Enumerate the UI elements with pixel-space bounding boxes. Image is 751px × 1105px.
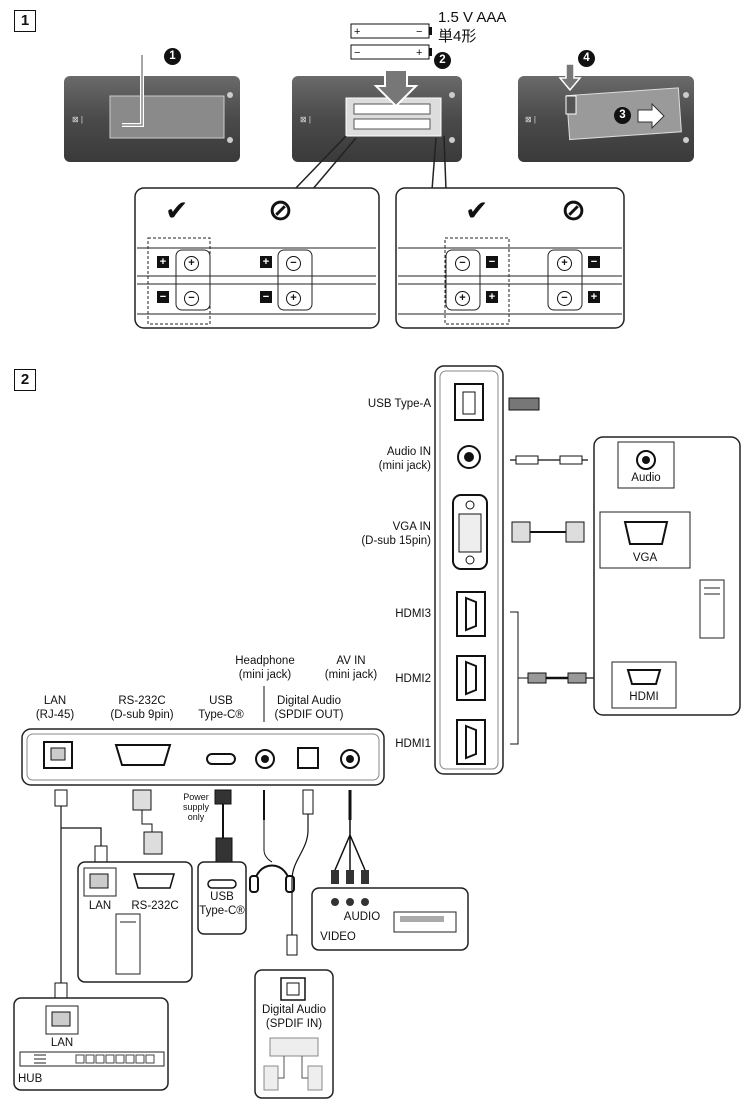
av-in-port-label: AV IN(mini jack) [324, 655, 378, 681]
aaa-batteries [350, 23, 432, 60]
remote-close-cover: ⊠ | [518, 63, 694, 162]
prohibited-icon-right: ⊘ [561, 194, 587, 227]
rs232c-port-label: RS-232C(D-sub 9pin) [110, 695, 174, 721]
step-2-marker: 2 [14, 369, 36, 391]
polarity-minus-mark: − [260, 291, 272, 303]
step-1-marker: 1 [14, 10, 36, 32]
battery-spec-jp: 単4形 [438, 28, 477, 45]
battery-plus-2: + [416, 47, 423, 59]
polarity-minus-mark: − [486, 256, 498, 268]
remote-open-cover: ⊠ | [64, 41, 240, 162]
battery-minus-terminal: − [557, 291, 572, 306]
callout-2: 2 [434, 52, 451, 69]
battery-spec: 1.5 V AAA [438, 9, 507, 26]
usb-type-a-label: USB Type-A [367, 398, 431, 410]
digital-audio-port-label: Digital Audio(SPDIF OUT) [274, 695, 344, 721]
hub-lan-label: LAN [50, 1037, 74, 1049]
svg-text:⊠ |: ⊠ | [525, 115, 536, 124]
hdmi1-label: HDMI1 [395, 738, 431, 750]
callout-1: 1 [164, 48, 181, 65]
callout-3: 3 [614, 107, 631, 124]
pc-hdmi-label: HDMI [629, 691, 659, 703]
spdif-in-label: Digital Audio(SPDIF IN) [262, 1004, 326, 1030]
polarity-plus-mark: + [260, 256, 272, 268]
polarity-minus-mark: − [588, 256, 600, 268]
hdmi-ports [456, 591, 486, 765]
pc-lan-label: LAN [88, 900, 112, 912]
polarity-minus-mark: − [157, 291, 169, 303]
polarity-plus-mark: + [588, 291, 600, 303]
battery-minus-terminal: − [286, 256, 301, 271]
av-video-label: VIDEO [320, 931, 356, 943]
remote-insert-battery: ⊠ | [292, 69, 462, 162]
audio-in-label: Audio IN(mini jack) [378, 446, 431, 472]
pc-rs232c-label: RS-232C [131, 900, 179, 912]
battery-plus-terminal: + [286, 291, 301, 306]
callout-4: 4 [578, 50, 595, 67]
lan-port-label: LAN(RJ-45) [35, 695, 75, 721]
battery-plus-terminal: + [184, 256, 199, 271]
hdmi2-label: HDMI2 [395, 673, 431, 685]
correct-check-icon-left: ✔ [165, 195, 189, 226]
battery-minus-1: − [416, 26, 423, 38]
polarity-plus-mark: + [157, 256, 169, 268]
hub-label: HUB [18, 1073, 43, 1085]
pc-vga-label: VGA [632, 552, 658, 564]
svg-text:⊠ |: ⊠ | [72, 115, 83, 124]
svg-text:⊠ |: ⊠ | [300, 115, 311, 124]
battery-plus-terminal: + [455, 291, 470, 306]
battery-minus-2: − [354, 47, 361, 59]
battery-plus-terminal: + [557, 256, 572, 271]
battery-minus-terminal: − [455, 256, 470, 271]
hdmi3-label: HDMI3 [395, 608, 431, 620]
prohibited-icon-left: ⊘ [268, 194, 294, 227]
battery-plus-1: + [354, 26, 361, 38]
battery-minus-terminal: − [184, 291, 199, 306]
vga-in-label: VGA IN(D-sub 15pin) [361, 521, 431, 547]
polarity-plus-mark: + [486, 291, 498, 303]
headphone-port-label: Headphone(mini jack) [235, 655, 295, 681]
pc-audio-label: Audio [631, 472, 661, 484]
av-audio-label: AUDIO [343, 911, 381, 923]
correct-check-icon-right: ✔ [465, 195, 489, 226]
